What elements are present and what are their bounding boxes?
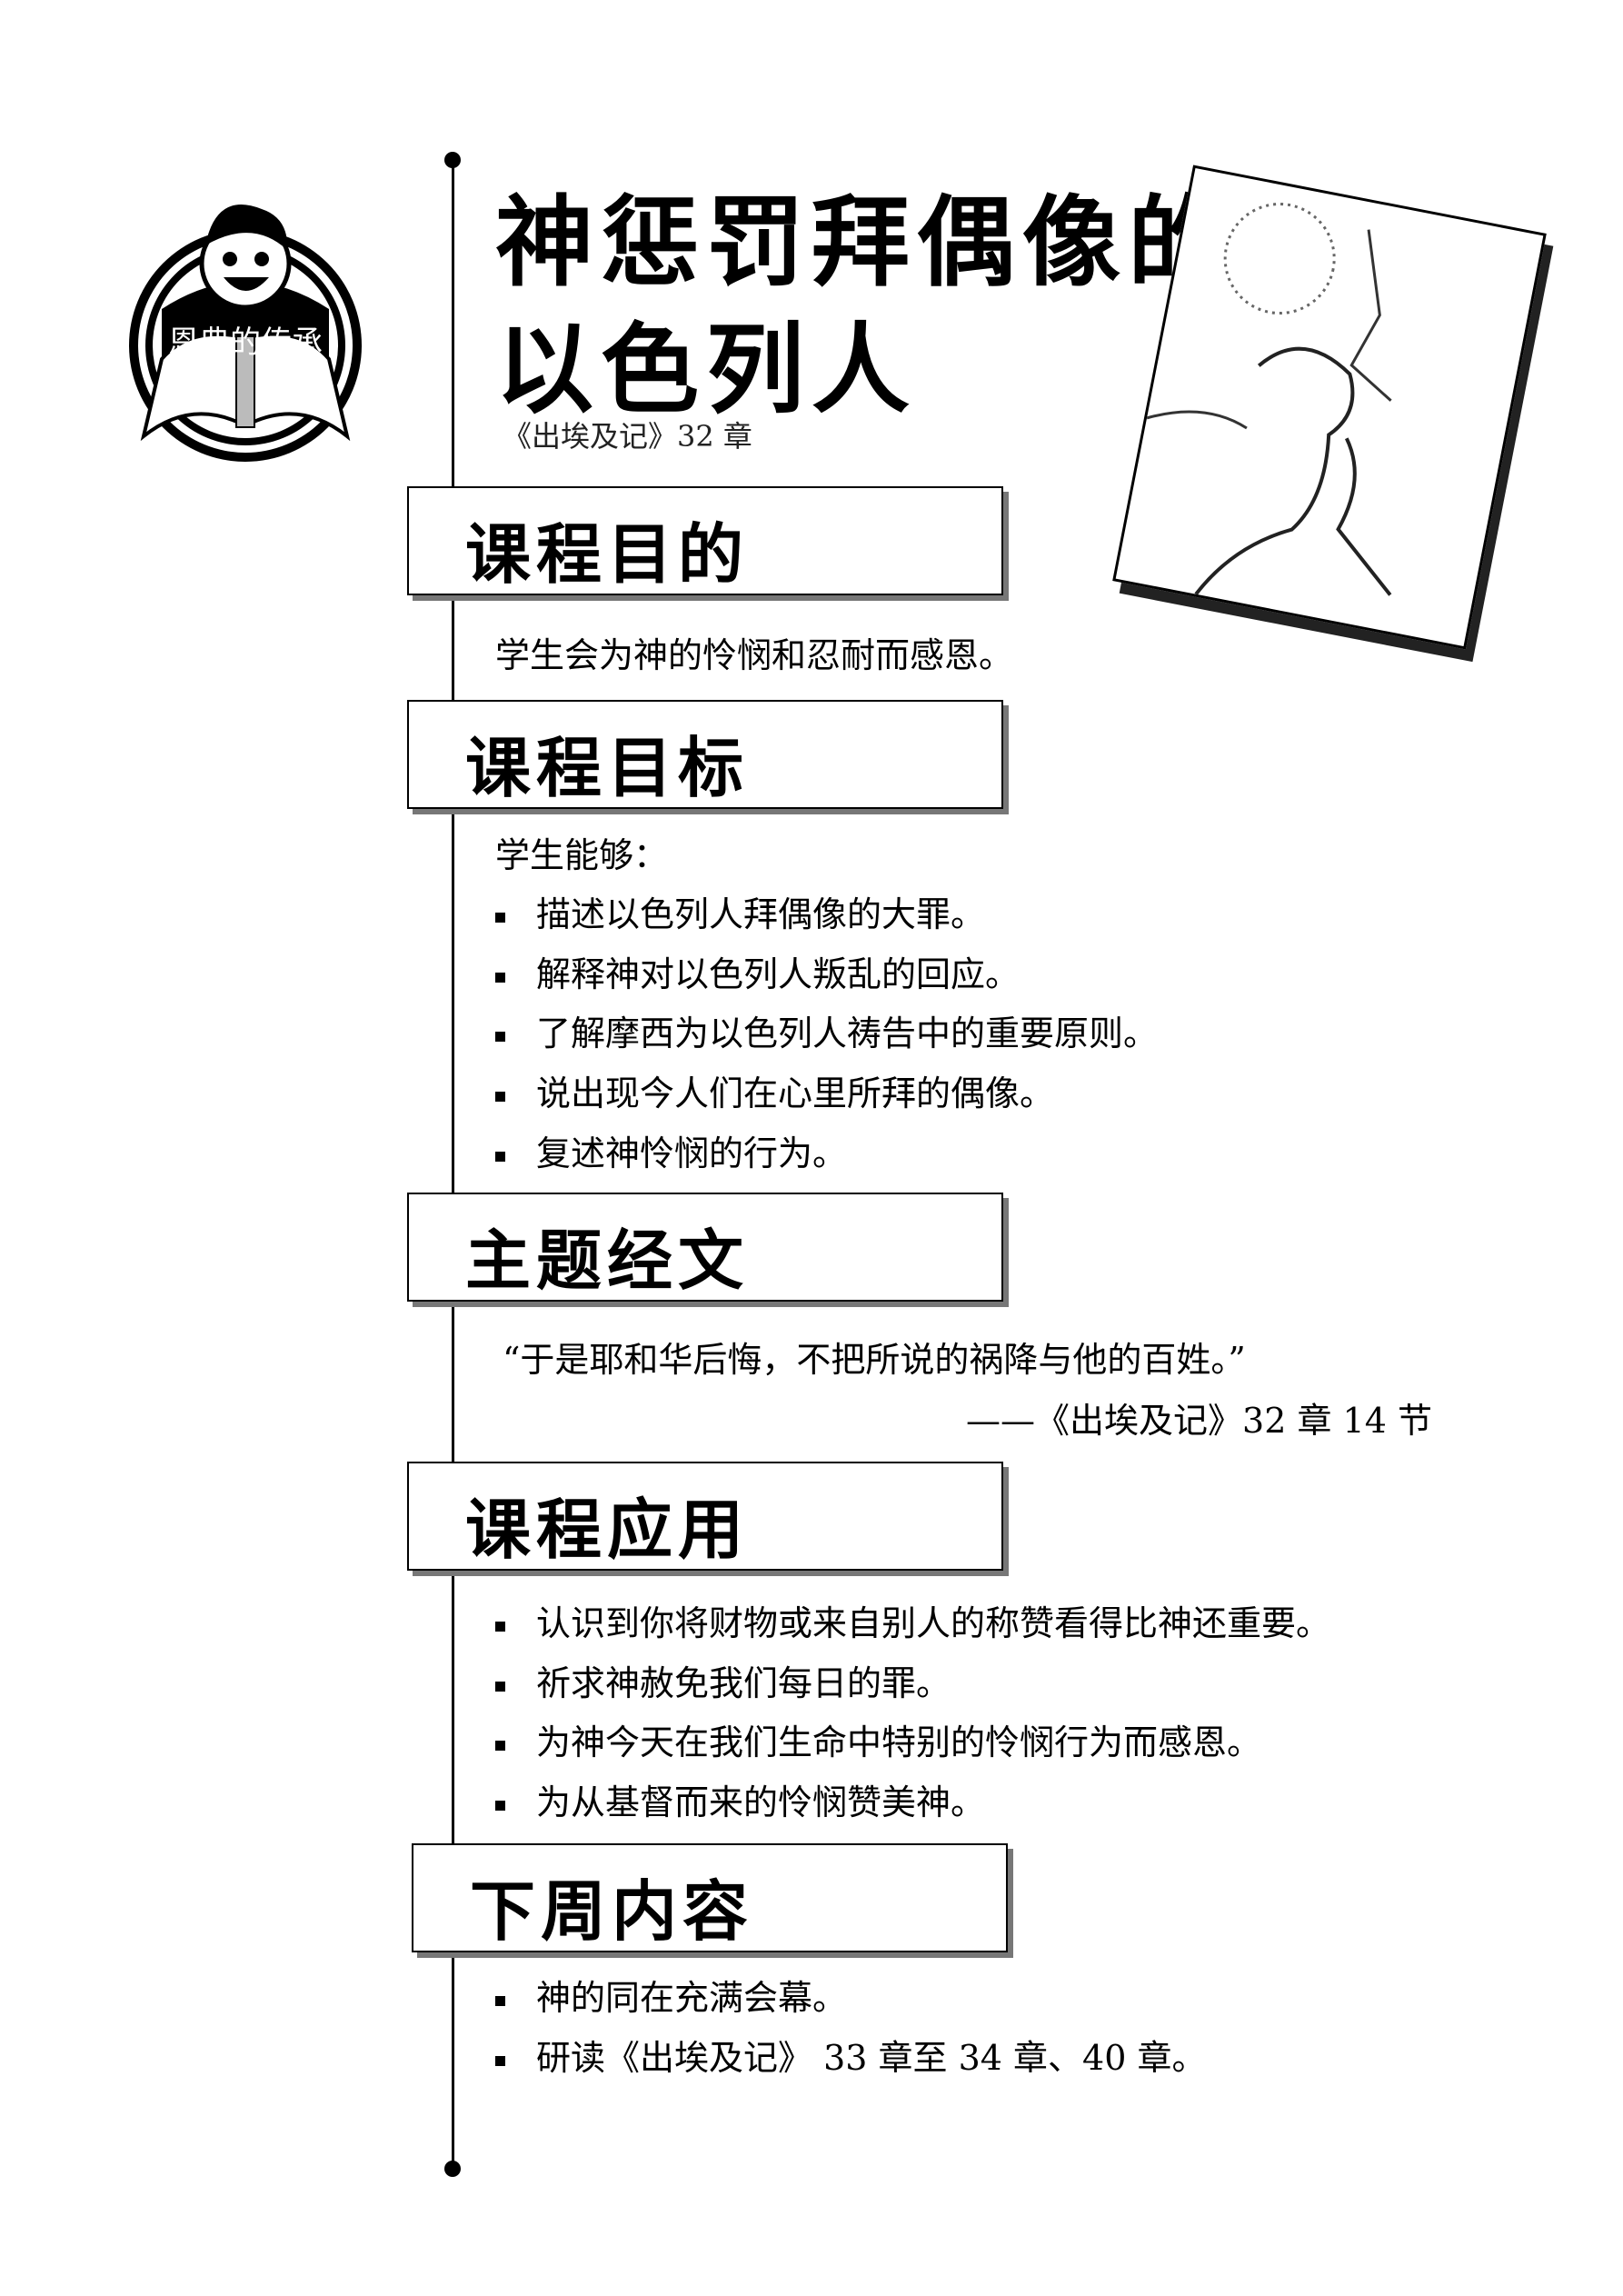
bullet-icon [495, 2056, 505, 2066]
timeline-dot-top [444, 152, 461, 168]
item-text: 祈求神赦免我们每日的罪。 [536, 1663, 951, 1703]
list-item: 为神今天在我们生命中特别的怜悯行为而感恩。 [495, 1714, 1261, 1764]
item-text: 为从基督而来的怜悯赞美神。 [536, 1782, 986, 1822]
item-text: 解释神对以色列人叛乱的回应。 [536, 954, 1021, 994]
logo: 恩典的传承 [129, 205, 362, 462]
bullet-icon [495, 1682, 505, 1692]
list-item: 说出现今人们在心里所拜的偶像。 [495, 1065, 1054, 1115]
list-item: 了解摩西为以色列人祷告中的重要原则。 [495, 1005, 1158, 1055]
bullet-icon [495, 1996, 505, 2006]
scripture-subtitle: 《出埃及记》32 章 [503, 419, 752, 454]
bullet-icon [495, 1801, 505, 1811]
verse-quote: “于是耶和华后悔，不把所说的祸降与他的百姓。” [503, 1340, 1246, 1380]
heading-text: 课程目标 [465, 730, 750, 806]
timeline-dot-bottom [444, 2161, 461, 2177]
heading-text: 课程目的 [465, 516, 750, 593]
logo-text: 恩典的传承 [168, 324, 323, 361]
objectives-intro: 学生能够： [495, 835, 669, 875]
bullet-icon [495, 1092, 505, 1102]
timeline-line [452, 159, 454, 2170]
section-heading-application: 课程应用 [407, 1462, 1003, 1571]
heading-text: 下周内容 [470, 1873, 754, 1950]
item-text: 认识到你将财物或来自别人的称赞看得比神还重要。 [536, 1603, 1331, 1643]
list-item: 认识到你将财物或来自别人的称赞看得比神还重要。 [495, 1595, 1330, 1645]
item-text: 了解摩西为以色列人祷告中的重要原则。 [536, 1013, 1159, 1053]
list-item: 为从基督而来的怜悯赞美神。 [495, 1774, 985, 1824]
list-item: 祈求神赦免我们每日的罪。 [495, 1655, 951, 1705]
list-item: 描述以色列人拜偶像的大罪。 [495, 886, 985, 936]
bullet-icon [495, 973, 505, 983]
verse-reference: ——《出埃及记》32 章 14 节 [966, 1401, 1432, 1441]
bullet-icon [495, 913, 505, 923]
section-heading-verse: 主题经文 [407, 1193, 1003, 1302]
list-item: 神的同在充满会幕。 [495, 1970, 847, 2020]
section-heading-next-week: 下周内容 [412, 1843, 1008, 1952]
purpose-text: 学生会为神的怜悯和忍耐而感恩。 [495, 635, 1014, 675]
list-item: 复述神怜悯的行为。 [495, 1125, 847, 1175]
lesson-title-line1: 神惩罚拜偶像的 [495, 186, 1234, 300]
heading-text: 主题经文 [465, 1223, 750, 1299]
item-text: 为神今天在我们生命中特别的怜悯行为而感恩。 [536, 1722, 1262, 1762]
item-text: 复述神怜悯的行为。 [536, 1133, 848, 1173]
moses-praying-illustration [1112, 165, 1547, 650]
item-text: 神的同在充满会幕。 [536, 1978, 848, 2018]
bullet-icon [495, 1741, 505, 1751]
lesson-title-line2: 以色列人 [495, 314, 918, 427]
section-heading-purpose: 课程目的 [407, 486, 1003, 595]
item-text: 说出现今人们在心里所拜的偶像。 [536, 1073, 1055, 1113]
list-item: 解释神对以色列人叛乱的回应。 [495, 946, 1020, 996]
heading-text: 课程应用 [465, 1492, 750, 1568]
item-text: 研读《出埃及记》 33 章至 34 章、40 章。 [536, 2038, 1207, 2078]
list-item: 研读《出埃及记》 33 章至 34 章、40 章。 [495, 2030, 1206, 2080]
bullet-icon [495, 1152, 505, 1162]
section-heading-objectives: 课程目标 [407, 700, 1003, 809]
bullet-icon [495, 1622, 505, 1632]
bullet-icon [495, 1032, 505, 1042]
item-text: 描述以色列人拜偶像的大罪。 [536, 894, 986, 934]
